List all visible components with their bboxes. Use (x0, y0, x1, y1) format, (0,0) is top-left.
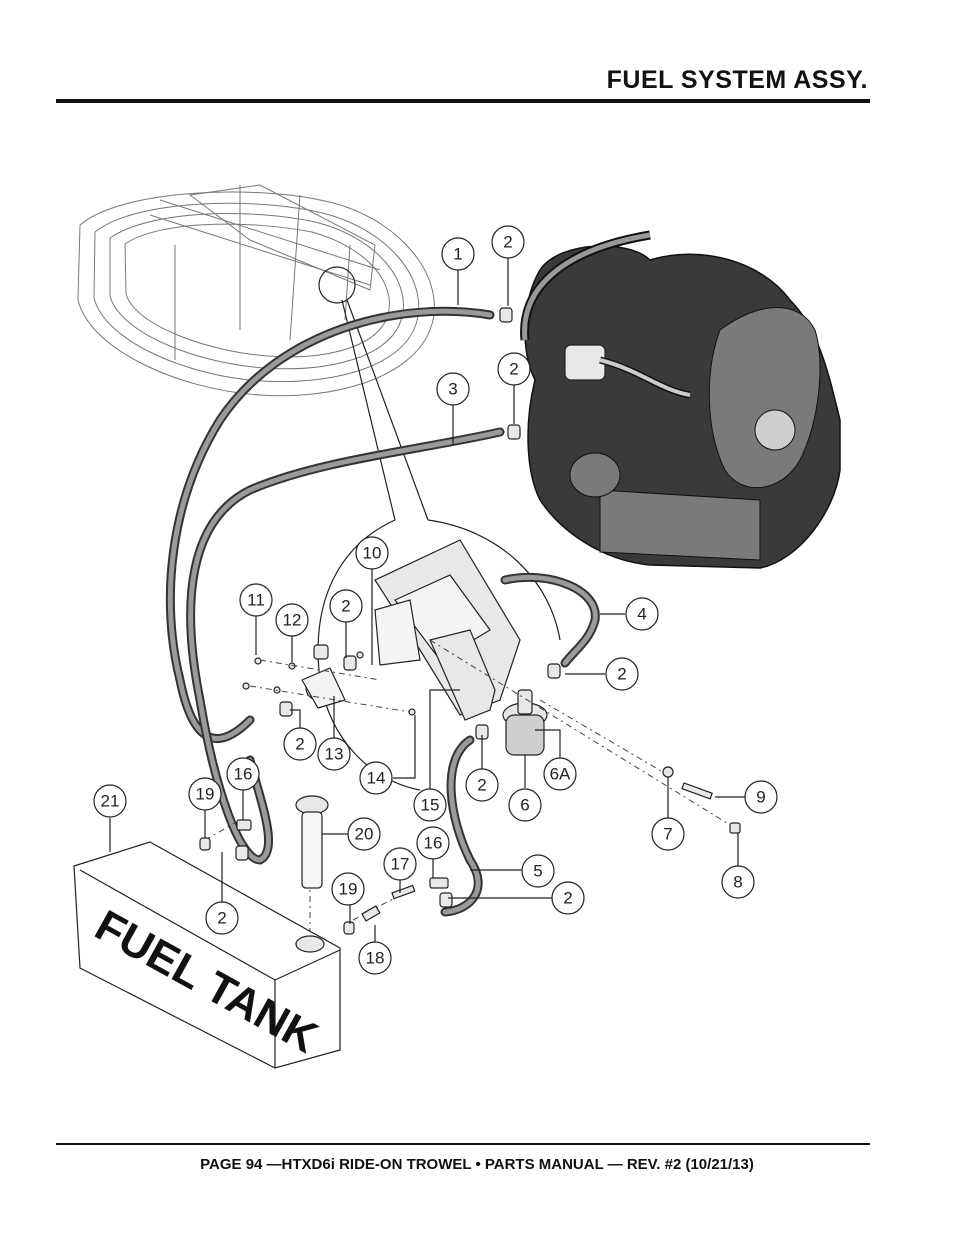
callout-19: 19 (188, 777, 222, 811)
svg-text:6A: 6A (550, 765, 571, 784)
callout-2: 2 (329, 589, 363, 623)
svg-text:19: 19 (196, 785, 215, 804)
bracket-assembly (242, 539, 548, 756)
svg-text:16: 16 (234, 765, 253, 784)
svg-text:2: 2 (217, 909, 226, 928)
callout-18: 18 (358, 941, 392, 975)
svg-text:17: 17 (391, 855, 410, 874)
header-rule (56, 99, 870, 103)
svg-text:5: 5 (533, 862, 542, 881)
callout-16: 16 (226, 757, 260, 791)
svg-text:18: 18 (366, 949, 385, 968)
svg-text:9: 9 (756, 788, 765, 807)
callout-6: 6 (508, 788, 542, 822)
callout-2: 2 (605, 657, 639, 691)
callout-13: 13 (317, 737, 351, 771)
callout-16: 16 (416, 826, 450, 860)
callout-2: 2 (465, 768, 499, 802)
callout-1: 1 (441, 237, 475, 271)
callout-10: 10 (355, 536, 389, 570)
callout-12: 12 (275, 603, 309, 637)
leader-lines (109, 258, 745, 942)
fuel-gauge (295, 795, 329, 889)
engine (520, 230, 841, 569)
callout-9: 9 (744, 780, 778, 814)
callout-11: 11 (239, 583, 273, 617)
svg-text:13: 13 (325, 745, 344, 764)
trowel-frame (77, 184, 435, 397)
svg-text:19: 19 (339, 880, 358, 899)
callout-2: 2 (205, 901, 239, 935)
callout-2: 2 (551, 881, 585, 915)
svg-text:6: 6 (520, 796, 529, 815)
callout-7: 7 (651, 817, 685, 851)
svg-text:2: 2 (503, 233, 512, 252)
svg-text:2: 2 (477, 776, 486, 795)
footer-rule (56, 1143, 870, 1145)
svg-text:14: 14 (367, 769, 386, 788)
callout-5: 5 (521, 854, 555, 888)
svg-text:2: 2 (563, 889, 572, 908)
callout-17: 17 (383, 847, 417, 881)
fuel-tank: FUEL TANK (73, 841, 341, 1069)
callout-3: 3 (436, 372, 470, 406)
svg-text:1: 1 (453, 245, 462, 264)
svg-text:12: 12 (283, 611, 302, 630)
clamps (235, 307, 561, 908)
callout-2: 2 (283, 727, 317, 761)
svg-text:2: 2 (617, 665, 626, 684)
callout-2: 2 (497, 352, 531, 386)
svg-text:2: 2 (341, 597, 350, 616)
svg-text:2: 2 (509, 360, 518, 379)
callout-21: 21 (93, 784, 127, 818)
page-title: FUEL SYSTEM ASSY. (606, 66, 868, 94)
callout-2: 2 (491, 225, 525, 259)
svg-text:11: 11 (247, 591, 265, 610)
callout-8: 8 (721, 865, 755, 899)
svg-text:10: 10 (363, 544, 382, 563)
page-footer: PAGE 94 —HTXD6i RIDE-ON TROWEL • PARTS M… (200, 1156, 754, 1173)
callout-6a: 6A (543, 757, 577, 791)
callout-19: 19 (331, 872, 365, 906)
svg-text:20: 20 (355, 825, 374, 844)
svg-text:15: 15 (421, 796, 440, 815)
svg-text:21: 21 (101, 792, 120, 811)
svg-text:16: 16 (424, 834, 443, 853)
callout-14: 14 (359, 761, 393, 795)
svg-text:8: 8 (733, 873, 742, 892)
callout-15: 15 (413, 788, 447, 822)
svg-text:2: 2 (295, 735, 304, 754)
svg-text:7: 7 (663, 825, 672, 844)
svg-text:3: 3 (448, 380, 457, 399)
svg-text:4: 4 (637, 605, 646, 624)
callout-4: 4 (625, 597, 659, 631)
callout-20: 20 (347, 817, 381, 851)
